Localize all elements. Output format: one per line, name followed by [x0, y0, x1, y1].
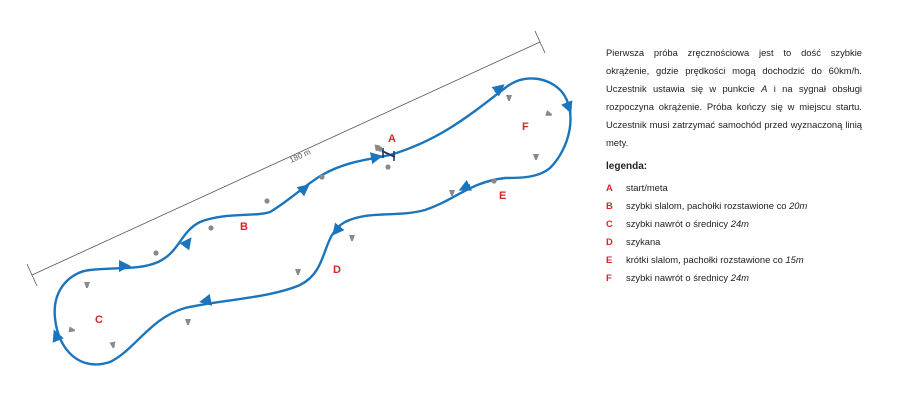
start-finish-gate [381, 148, 396, 161]
arrow-mark [369, 152, 383, 165]
legend-title: legenda: [606, 161, 648, 172]
arrow-mark [458, 179, 473, 191]
legend-desc: szybki nawrót o średnicy [626, 217, 731, 229]
legend-text: szykana [626, 236, 660, 247]
description-italic: A [761, 83, 768, 95]
cone-marker [68, 326, 76, 334]
cone-marker [84, 282, 90, 288]
arrow-mark [179, 237, 192, 251]
point-label-b: B [240, 221, 248, 233]
arrow-mark [52, 329, 64, 343]
point-label-d: D [333, 264, 341, 276]
legend-key: B [606, 199, 613, 211]
legend-key: A [606, 181, 613, 193]
description-text: Pierwsza próba zręcznościowa jest to doś… [606, 47, 862, 95]
point-label-a: A [388, 133, 396, 145]
description-text: i na sygnał obsługi rozpoczyna okrążenie… [606, 83, 862, 149]
cone-marker [109, 341, 117, 349]
cone-marker [506, 95, 512, 101]
legend-item: A start/meta [606, 178, 807, 196]
cone-marker [533, 154, 539, 160]
distance-dimension: 180 m [26, 30, 546, 287]
legend-desc: szybki nawrót o średnicy [626, 271, 731, 283]
legend-item: B szybki slalom, pachołki rozstawione co… [606, 196, 807, 214]
dimension-line [31, 41, 541, 276]
arrow-mark [199, 293, 213, 306]
cone-marker [208, 225, 214, 231]
legend-desc: start/meta [626, 181, 668, 193]
legend-text: szybki slalom, pachołki rozstawione co 2… [626, 200, 807, 211]
legend-text: szybki nawrót o średnicy 24m [626, 218, 749, 229]
legend-text: krótki slalom, pachołki rozstawione co 1… [626, 254, 804, 265]
description-paragraph: Pierwsza próba zręcznościowa jest to doś… [606, 44, 862, 152]
arrow-mark [296, 184, 310, 197]
distance-label: 180 m [288, 147, 312, 165]
cone-marker [385, 164, 391, 170]
point-label-c: C [95, 314, 103, 326]
legend-item: D szykana [606, 232, 807, 250]
legend-text: start/meta [626, 182, 668, 193]
arrow-mark [561, 100, 573, 114]
legend-desc-italic: 24m [730, 217, 749, 229]
legend-key: D [606, 235, 613, 247]
cone-marker [545, 110, 553, 118]
point-label-f: F [522, 121, 529, 133]
arrow-mark [491, 84, 505, 97]
legend-list: A start/meta B szybki slalom, pachołki r… [606, 178, 807, 286]
cone-marker [185, 319, 191, 325]
legend-desc: krótki slalom, pachołki rozstawione co [626, 253, 786, 265]
cone-marker [491, 178, 497, 184]
legend-desc-italic: 15m [785, 253, 804, 265]
legend-key: C [606, 217, 613, 229]
cone-marker [264, 198, 270, 204]
legend-desc-italic: 20m [789, 199, 808, 211]
dimension-tick-right [534, 30, 546, 54]
legend-desc: szykana [626, 235, 661, 247]
dimension-tick-left [26, 263, 38, 287]
legend-key: E [606, 253, 613, 265]
point-label-e: E [499, 190, 506, 202]
arrow-mark [332, 222, 345, 236]
legend-text: szybki nawrót o średnicy 24m [626, 272, 749, 283]
flow-arrows [52, 84, 573, 343]
cone-marker [449, 190, 455, 196]
legend-item: E krótki slalom, pachołki rozstawione co… [606, 250, 807, 268]
cones [68, 95, 553, 349]
point-labels: A B C D E F [95, 121, 529, 326]
cone-marker [295, 269, 301, 275]
legend-item: C szybki nawrót o średnicy 24m [606, 214, 807, 232]
finish-line [381, 150, 396, 158]
cone-marker [349, 235, 355, 241]
cone-marker [153, 250, 159, 256]
legend-key: F [606, 271, 612, 283]
legend-item: F szybki nawrót o średnicy 24m [606, 268, 807, 286]
cone-marker [319, 174, 325, 180]
legend-desc-italic: 24m [730, 271, 749, 283]
legend-desc: szybki slalom, pachołki rozstawione co [626, 199, 790, 211]
track-route [53, 77, 572, 366]
